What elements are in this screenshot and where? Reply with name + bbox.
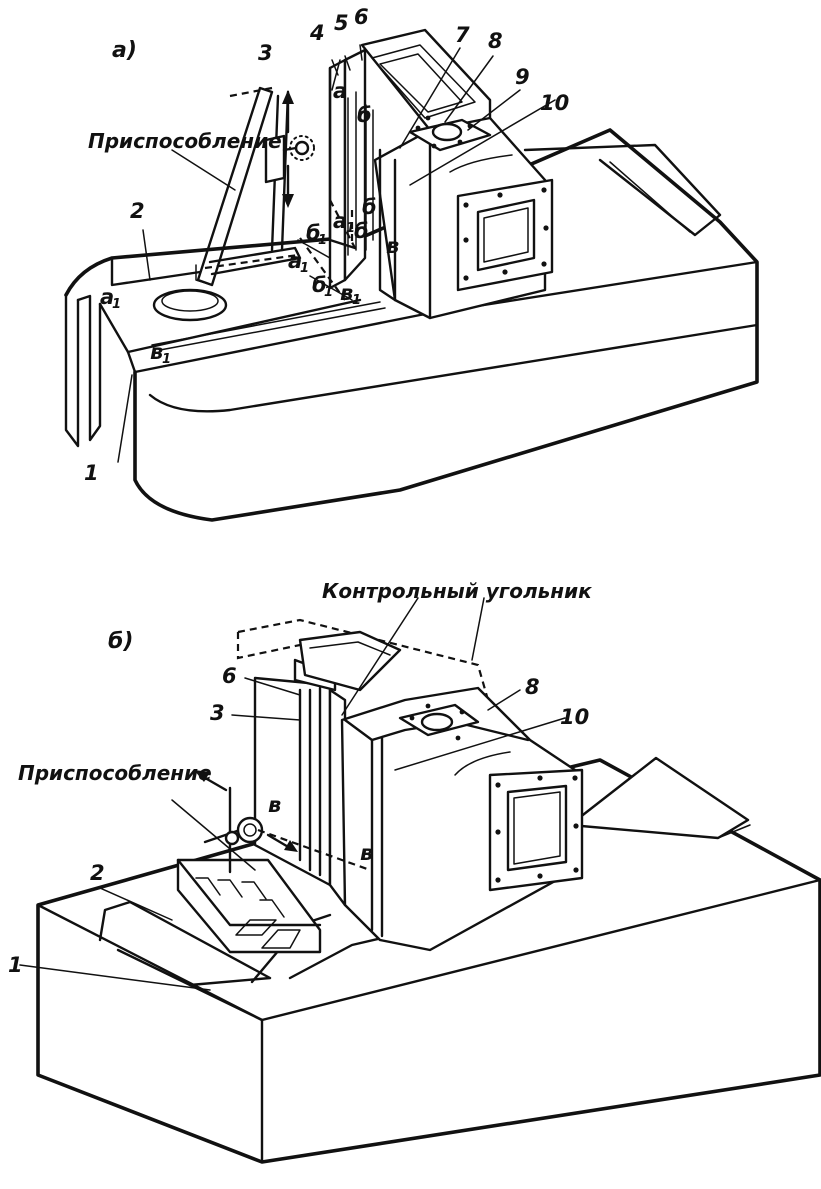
- dial-indicator-icon: [224, 816, 264, 846]
- arrow-icon: [266, 833, 298, 852]
- part-label-10-b: 10: [560, 705, 589, 729]
- part-label-1-a: 1: [84, 461, 99, 485]
- part-label-6-a: 6: [354, 5, 369, 29]
- rail-mark-b1-upper: б: [306, 221, 321, 245]
- rail-mark-v: в: [386, 234, 399, 258]
- rail-mark-b1-lower: б: [312, 273, 327, 297]
- rail-mark-a1-right: а: [288, 249, 302, 273]
- fixture-caption-b: Приспособление: [18, 761, 212, 785]
- part-label-3-b: 3: [210, 701, 225, 725]
- rail-mark-a1-column-sub: 1: [346, 221, 355, 236]
- fixture-caption-a: Приспособление: [88, 129, 282, 153]
- bed-a: [64, 128, 759, 522]
- dial-indicator-icon: [282, 135, 315, 161]
- part-label-1-b: 1: [8, 953, 23, 977]
- rail-mark-a1-left: а: [100, 285, 114, 309]
- square-caption-b: Контрольный угольник: [322, 579, 592, 603]
- fixture-b: [176, 770, 322, 954]
- rail-mark-b1-lower-sub: 1: [324, 285, 333, 300]
- panel-a: а) Приспособление 1 2 3 4 5 6 7 8 9 10 а…: [64, 5, 759, 522]
- part-label-7-a: 7: [455, 23, 470, 47]
- rail-mark-v-left-b: в: [268, 793, 281, 817]
- part-label-10-a: 10: [540, 91, 569, 115]
- panel-a-letter: а): [112, 38, 137, 63]
- rail-mark-b-upper: б: [357, 103, 372, 127]
- rail-mark-v1-right-sub: 1: [352, 293, 361, 308]
- arrow-icon: [194, 770, 228, 792]
- rail-mark-b-column: б: [354, 219, 369, 243]
- part-label-2-b: 2: [90, 861, 105, 885]
- rail-mark-v1-right: в: [340, 281, 353, 305]
- part-label-4-a: 4: [309, 21, 325, 45]
- part-label-6-b: 6: [222, 664, 237, 688]
- part-label-3-a: 3: [258, 41, 273, 65]
- rail-mark-v1-left-sub: 1: [162, 352, 171, 367]
- part-label-8-b: 8: [525, 675, 540, 699]
- panel-b: б) Контрольный угольник Приспособление 1…: [8, 579, 821, 1164]
- rail-mark-v-right-b: в: [360, 841, 373, 865]
- fixture-a: [195, 86, 315, 287]
- part-label-5-a: 5: [334, 11, 349, 35]
- rail-mark-a1-left-sub: 1: [112, 297, 121, 312]
- part-label-2-a: 2: [130, 199, 145, 223]
- rail-mark-b1-upper-sub: 1: [318, 233, 327, 248]
- rail-mark-a: а: [333, 79, 347, 103]
- rail-mark-b-lower: б: [362, 195, 377, 219]
- panel-b-letter: б): [108, 629, 133, 654]
- rail-mark-v1-left: в: [150, 340, 163, 364]
- part-label-8-a: 8: [488, 29, 503, 53]
- arrow-icon: [282, 90, 294, 208]
- column-b: [236, 618, 584, 952]
- rail-mark-a1-right-sub: 1: [300, 261, 309, 276]
- part-label-9-a: 9: [515, 65, 530, 89]
- rail-mark-a1-column: а: [333, 209, 347, 233]
